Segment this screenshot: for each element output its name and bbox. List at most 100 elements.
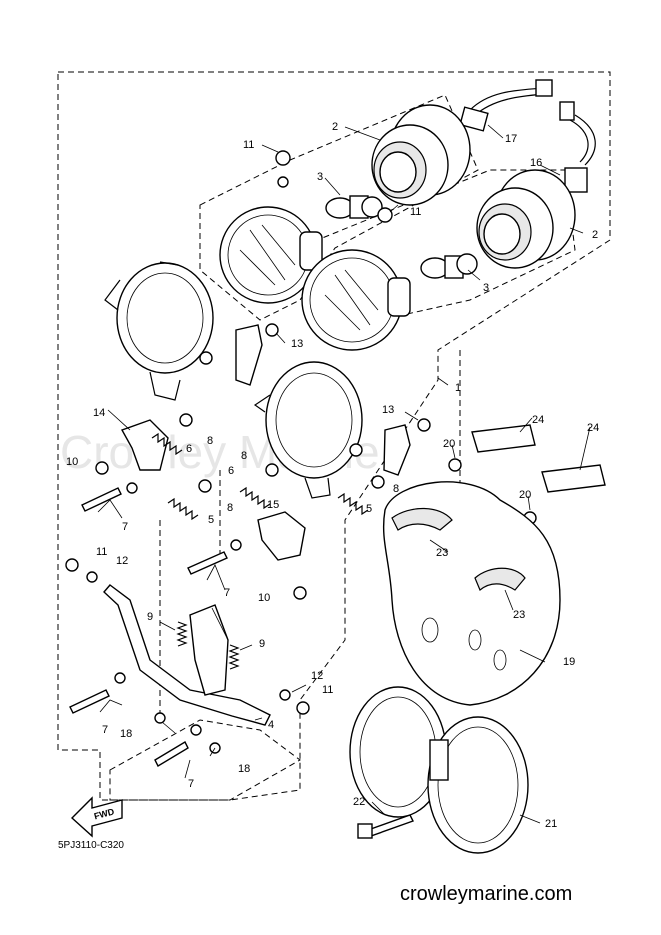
assembly-boundary (57, 71, 611, 801)
callout-11: 11 (322, 684, 333, 696)
lens-housing-upper (371, 104, 471, 206)
bolt-7c (69, 672, 126, 714)
spring-5-left (167, 497, 199, 521)
mounting-ring-left (104, 261, 214, 401)
bolt-7b (187, 539, 242, 575)
bracket-upper-stay (235, 324, 263, 386)
callout-8: 8 (207, 435, 213, 447)
website-footer: crowleymarine.com (400, 883, 572, 905)
callout-7: 7 (188, 778, 194, 790)
callout-11: 11 (96, 546, 107, 558)
diagram-code: 5PJ3110-C320 (58, 840, 124, 851)
forward-direction-arrow: FWD (70, 796, 123, 838)
lens-housing-right (476, 169, 576, 269)
washer-11a (277, 176, 289, 188)
callout-23: 23 (436, 547, 448, 559)
bulb-lower (420, 253, 478, 279)
screw-20a (448, 458, 462, 472)
callout-7: 7 (122, 521, 128, 533)
lower-bracket-plate (189, 604, 229, 696)
screw-11d (296, 701, 310, 715)
mounting-ring-center (253, 361, 363, 499)
callout-10: 10 (66, 456, 78, 468)
callout-7: 7 (102, 724, 108, 736)
callout-9: 9 (147, 611, 153, 623)
spring-9-left (176, 621, 188, 647)
callout-15: 15 (267, 499, 279, 511)
callout-17: 17 (505, 133, 517, 145)
callout-8: 8 (393, 483, 399, 495)
lower-bracket (103, 584, 271, 726)
screw-10b (293, 586, 307, 600)
callout-18: 18 (120, 728, 132, 740)
bolt-22 (357, 814, 414, 839)
callout-2: 2 (332, 121, 338, 133)
bezel-rings (349, 686, 529, 854)
callout-20: 20 (519, 489, 531, 501)
callout-12: 12 (311, 670, 323, 682)
callout-1: 1 (455, 382, 461, 394)
callout-11: 11 (243, 139, 254, 151)
callout-2: 2 (592, 229, 598, 241)
callout-19: 19 (563, 656, 575, 668)
callout-6: 6 (228, 465, 234, 477)
washer-12b (279, 689, 291, 701)
grommet-8b (265, 463, 279, 477)
callout-8: 8 (227, 502, 233, 514)
callout-9: 9 (259, 638, 265, 650)
bolt-7d (154, 724, 202, 767)
callout-20: 20 (443, 438, 455, 450)
callout-5: 5 (366, 503, 372, 515)
bracket-14 (120, 419, 169, 471)
screw-13b (417, 418, 431, 432)
grommet-8d (371, 475, 385, 489)
screw-11a (275, 150, 291, 166)
callout-13: 13 (291, 338, 303, 350)
spring-6-left (151, 432, 183, 456)
callout-24: 24 (532, 414, 544, 426)
callout-4: 4 (268, 719, 274, 731)
callout-7: 7 (224, 587, 230, 599)
callout-5: 5 (208, 514, 214, 526)
callout-18: 18 (238, 763, 250, 775)
headlight-unit-left (219, 206, 323, 304)
washer-12a (86, 571, 98, 583)
lens-group-boundary-right (304, 169, 576, 321)
bracket-right-stay (383, 424, 411, 476)
headlight-unit-right (301, 249, 411, 351)
screw-11c (65, 558, 79, 572)
lower-bracket-boundary (109, 719, 301, 801)
callout-13: 13 (382, 404, 394, 416)
lens-group-boundary-left (199, 94, 479, 321)
callout-22: 22 (353, 796, 365, 808)
screw-10a (95, 461, 109, 475)
bulb-upper (325, 195, 383, 219)
callout-24: 24 (587, 422, 599, 434)
spring-5-right (337, 492, 369, 516)
headlight-cover (382, 481, 561, 706)
plate-24a (471, 424, 536, 453)
callout-23: 23 (513, 609, 525, 621)
spring-9-right (228, 644, 240, 670)
callout-8: 8 (241, 450, 247, 462)
grommet-8c (198, 479, 212, 493)
callout-11: 11 (410, 206, 421, 218)
wire-harness (459, 79, 596, 193)
screw-13a (265, 323, 279, 337)
callout-10: 10 (258, 592, 270, 604)
callout-labels: 1 2 2 3 3 4 5 5 6 6 7 7 7 7 8 8 8 8 9 9 … (66, 121, 599, 830)
callout-16: 16 (530, 157, 542, 169)
callout-3: 3 (483, 282, 489, 294)
callout-14: 14 (93, 407, 105, 419)
bracket-15 (257, 511, 306, 561)
callout-21: 21 (545, 818, 557, 830)
callout-3: 3 (317, 171, 323, 183)
plate-24b (541, 464, 606, 493)
screw-18a (154, 712, 166, 724)
callout-6: 6 (186, 443, 192, 455)
bolt-7a (81, 482, 138, 512)
leader-lines (97, 124, 591, 824)
callout-12: 12 (116, 555, 128, 567)
spring-6-center (239, 486, 271, 510)
